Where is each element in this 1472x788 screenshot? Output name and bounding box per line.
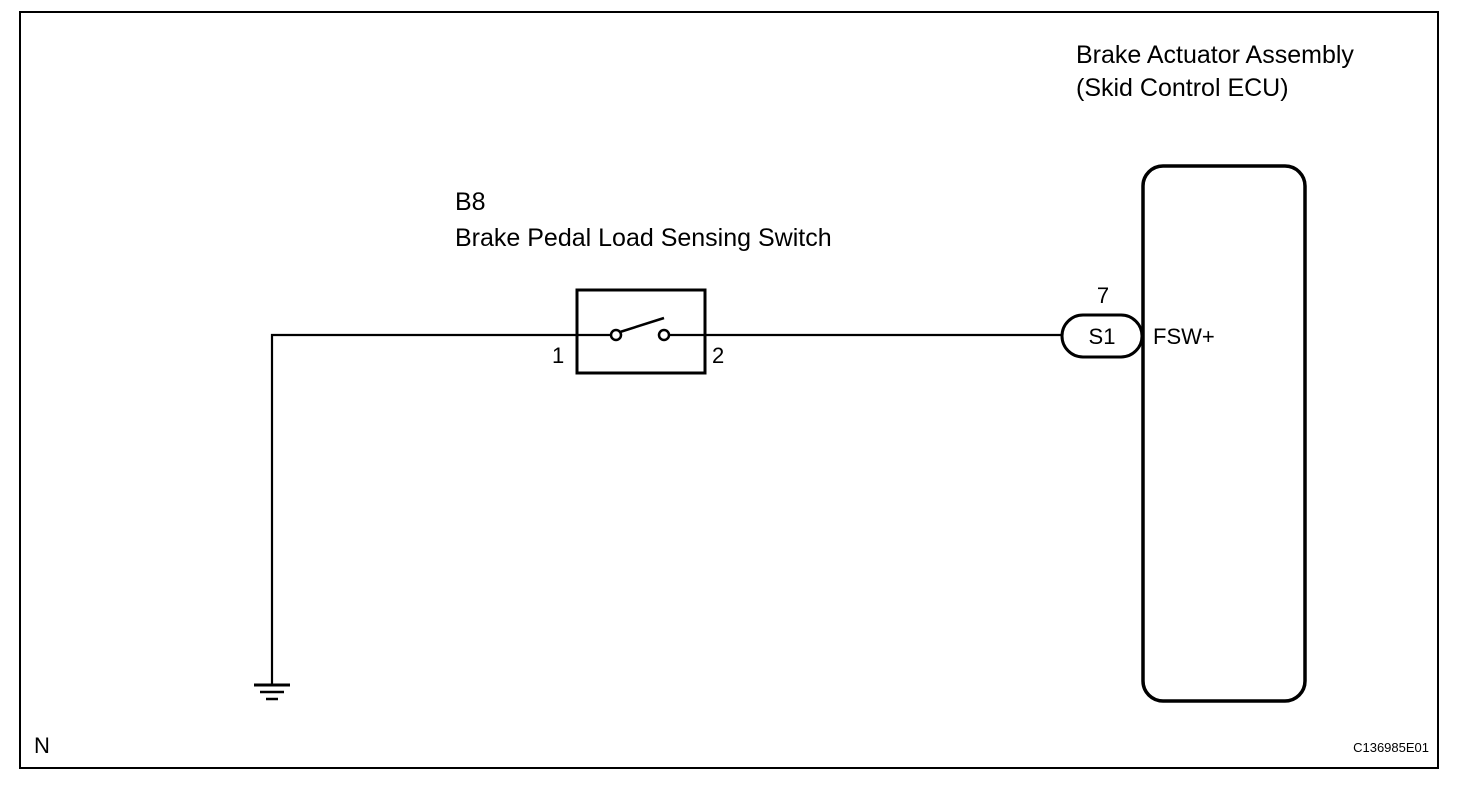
ecu-body [1141, 164, 1307, 703]
ground-wire [270, 333, 577, 684]
ecu-terminal-label: FSW+ [1153, 324, 1215, 349]
switch-pin-right: 2 [712, 343, 724, 368]
connector-s1-pin: 7 [1097, 283, 1109, 308]
ecu-title-line2: (Skid Control ECU) [1076, 74, 1289, 102]
switch-box [575, 288, 707, 375]
switch-code: B8 [455, 188, 486, 216]
diagram-frame [19, 11, 1439, 769]
figure-id: C136985E01 [1353, 740, 1429, 755]
switch-blade [619, 316, 665, 334]
connector-s1-label: S1 [1089, 324, 1116, 349]
switch-pin-left: 1 [552, 343, 564, 368]
switch-contact-right [657, 328, 671, 342]
corner-letter: N [34, 733, 50, 758]
switch-name: Brake Pedal Load Sensing Switch [455, 224, 832, 252]
ground-icon [254, 683, 290, 701]
ecu-title-line1: Brake Actuator Assembly [1076, 41, 1354, 69]
switch-contact-left [609, 328, 623, 342]
